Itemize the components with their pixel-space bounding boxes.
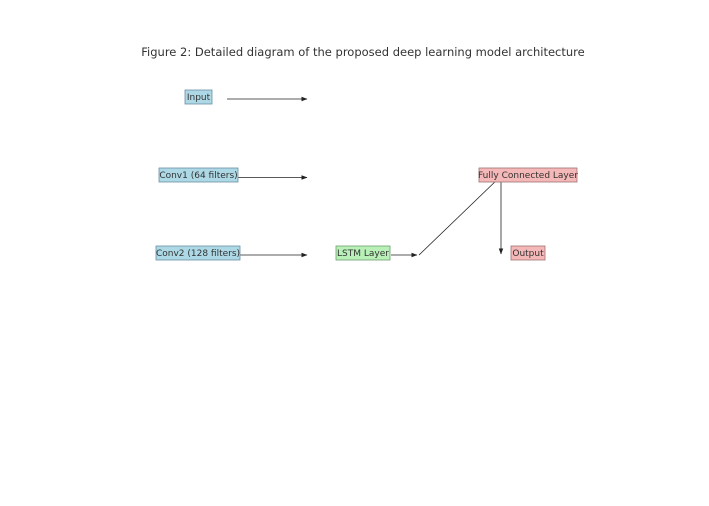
node-lstm-label: LSTM Layer <box>337 249 389 259</box>
node-conv1-label: Conv1 (64 filters) <box>159 171 237 181</box>
node-conv2-box <box>155 245 241 261</box>
node-conv1: Conv1 (64 filters) <box>158 167 239 183</box>
node-conv1-box <box>158 167 239 183</box>
node-lstm: LSTM Layer <box>335 245 391 261</box>
node-fc: Fully Connected Layer <box>478 167 578 183</box>
arrow-to-fc <box>418 176 501 256</box>
node-input-label: Input <box>187 93 211 103</box>
node-conv2: Conv2 (128 filters) <box>155 245 241 261</box>
figure-title: Figure 2: Detailed diagram of the propos… <box>141 45 584 59</box>
node-input: Input <box>184 89 213 105</box>
node-output: Output <box>510 245 546 261</box>
edges <box>227 96 504 258</box>
node-conv2-label: Conv2 (128 filters) <box>156 249 240 259</box>
node-fc-label: Fully Connected Layer <box>478 171 578 181</box>
node-lstm-box <box>335 245 391 261</box>
node-output-box <box>510 245 546 261</box>
node-output-label: Output <box>512 249 544 259</box>
node-input-box <box>184 89 213 105</box>
node-fc-box <box>478 167 578 183</box>
